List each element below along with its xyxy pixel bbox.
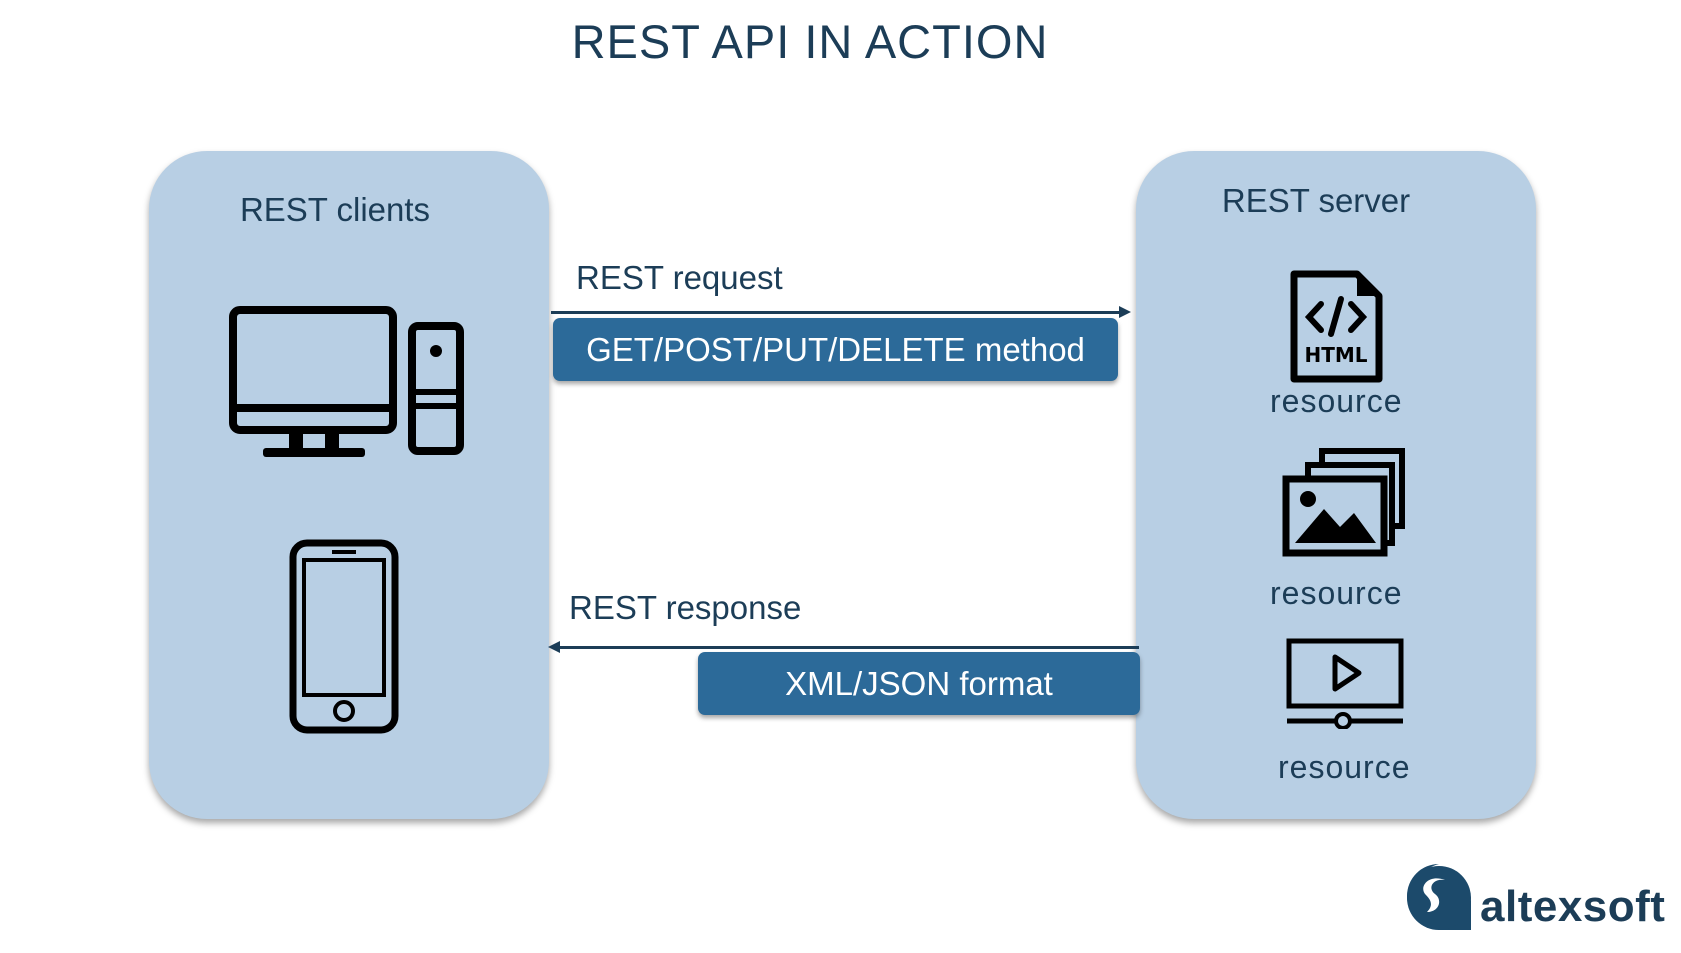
rest-clients-panel: REST clients xyxy=(149,151,549,819)
html-icon-text: HTML xyxy=(1304,343,1367,367)
resource-label-html: resource xyxy=(1270,383,1403,419)
rest-request-label: REST request xyxy=(576,259,783,296)
rest-response-label: REST response xyxy=(569,589,802,626)
rest-server-title: REST server xyxy=(1221,182,1411,219)
resource-label-video: resource xyxy=(1278,749,1411,785)
response-arrow-line xyxy=(559,646,1139,649)
images-icon xyxy=(1282,448,1405,557)
desktop-computer-icon xyxy=(229,306,464,457)
request-arrow-line xyxy=(551,311,1121,314)
html-file-icon: HTML xyxy=(1290,270,1383,383)
response-format-pill: XML/JSON format xyxy=(698,652,1140,715)
rest-server-panel: REST server HTML resource resource resou… xyxy=(1136,151,1536,819)
smartphone-icon xyxy=(289,539,399,734)
altexsoft-logo: altexsoft xyxy=(1400,860,1672,940)
altexsoft-logo-text: altexsoft xyxy=(1480,882,1666,931)
rest-clients-title: REST clients xyxy=(239,191,431,228)
resource-label-images: resource xyxy=(1270,575,1403,611)
response-arrowhead-icon xyxy=(548,641,560,653)
request-arrowhead-icon xyxy=(1119,306,1131,318)
altexsoft-logo-icon xyxy=(1407,864,1471,930)
diagram-title: REST API IN ACTION xyxy=(571,15,1049,68)
video-player-icon xyxy=(1286,638,1404,729)
request-method-pill: GET/POST/PUT/DELETE method xyxy=(553,318,1118,381)
